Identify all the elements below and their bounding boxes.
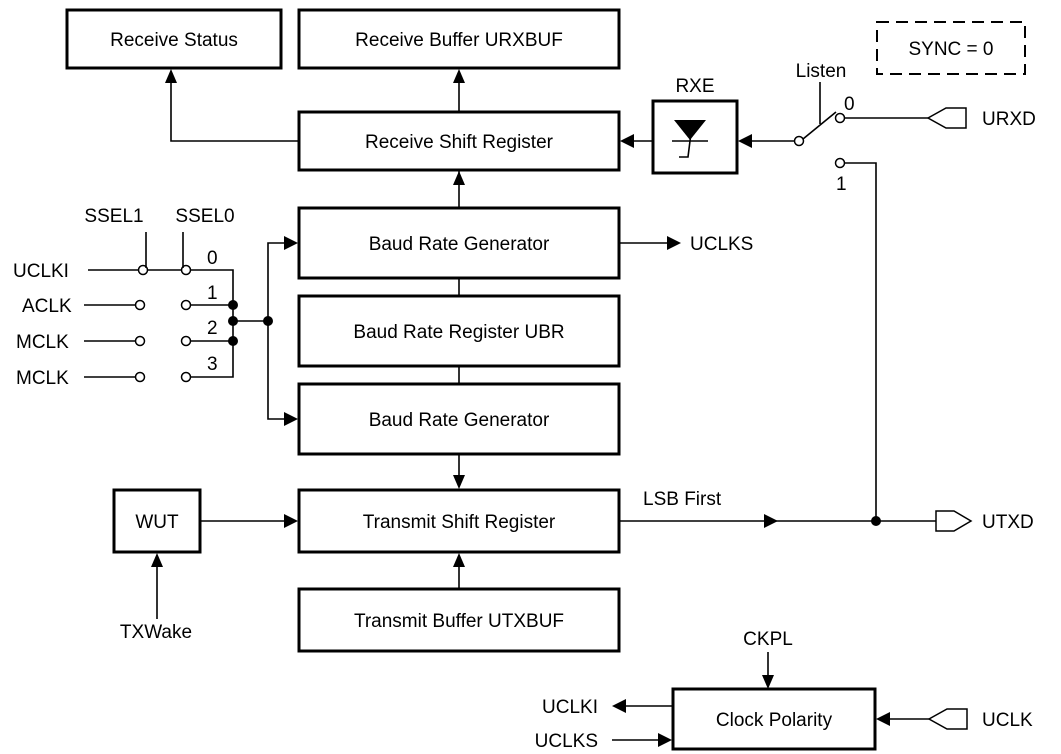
transmit-shift-register-label: Transmit Shift Register (363, 512, 556, 533)
clock-polarity-block: Clock Polarity (671, 687, 877, 751)
wire-shift-to-status (170, 76, 299, 142)
receive-status-block: Receive Status (65, 8, 283, 70)
receive-shift-register-label: Receive Shift Register (365, 132, 554, 153)
receive-buffer-block: Receive Buffer URXBUF (297, 8, 621, 70)
clock-source-mclk-3: MCLK (16, 368, 69, 389)
wire-mux-to-gen-top (267, 242, 286, 321)
clock-source-mclk-2: MCLK (16, 332, 69, 353)
uclki-out-label: UCLKI (542, 697, 598, 718)
uclk-input-icon (927, 708, 968, 730)
clock-source-uclki: UCLKI (13, 261, 69, 282)
wut-label: WUT (135, 512, 179, 533)
transmit-buffer-block: Transmit Buffer UTXBUF (297, 587, 621, 653)
receive-status-label: Receive Status (110, 30, 238, 51)
ckpl-label: CKPL (743, 629, 793, 650)
lsb-first-label: LSB First (643, 489, 722, 510)
baud-rate-generator-top-label: Baud Rate Generator (369, 234, 550, 255)
uclks-out-label: UCLKS (690, 234, 753, 255)
rxe-latch (651, 99, 739, 175)
uclks-in-label: UCLKS (535, 731, 598, 752)
transmit-buffer-label: Transmit Buffer UTXBUF (354, 611, 564, 632)
baud-rate-register-label: Baud Rate Register UBR (353, 322, 564, 343)
baud-rate-register-block: Baud Rate Register UBR (297, 294, 621, 368)
clock-polarity-label: Clock Polarity (716, 710, 833, 731)
ssel0-label: SSEL0 (175, 206, 234, 227)
mux-index-3: 3 (207, 354, 218, 375)
txwake-label: TXWake (120, 622, 192, 643)
listen-switch (793, 82, 846, 169)
listen-pos0-label: 0 (844, 94, 855, 115)
baud-rate-generator-top-block: Baud Rate Generator (297, 206, 621, 280)
clock-source-aclk: ACLK (22, 296, 72, 317)
baud-rate-generator-bottom-block: Baud Rate Generator (297, 382, 621, 456)
receive-buffer-label: Receive Buffer URXBUF (355, 30, 563, 51)
uclk-label: UCLK (982, 710, 1033, 731)
listen-pos1-label: 1 (836, 174, 847, 195)
rxe-label: RXE (675, 76, 714, 97)
receive-shift-register-block: Receive Shift Register (297, 110, 621, 172)
ssel1-label: SSEL1 (84, 206, 143, 227)
urxd-input-icon (926, 107, 967, 129)
wire-loopback (845, 162, 877, 522)
utxd-label: UTXD (982, 512, 1034, 533)
wire-mux-to-gen-bottom (267, 321, 286, 420)
utxd-output-icon (935, 510, 973, 532)
sync-note: SYNC = 0 (876, 21, 1026, 75)
clock-mux (84, 232, 238, 383)
mux-index-2: 2 (207, 318, 218, 339)
mux-index-0: 0 (207, 248, 218, 269)
urxd-label: URXD (982, 109, 1036, 130)
baud-rate-generator-bottom-label: Baud Rate Generator (369, 410, 550, 431)
transmit-shift-register-block: Transmit Shift Register (297, 488, 621, 554)
sync-label: SYNC = 0 (908, 39, 993, 60)
wut-block: WUT (112, 488, 202, 554)
clock-source-labels: UCLKI ACLK MCLK MCLK 0 1 2 3 (13, 248, 218, 389)
listen-label: Listen (796, 61, 847, 82)
mux-index-1: 1 (207, 283, 218, 304)
